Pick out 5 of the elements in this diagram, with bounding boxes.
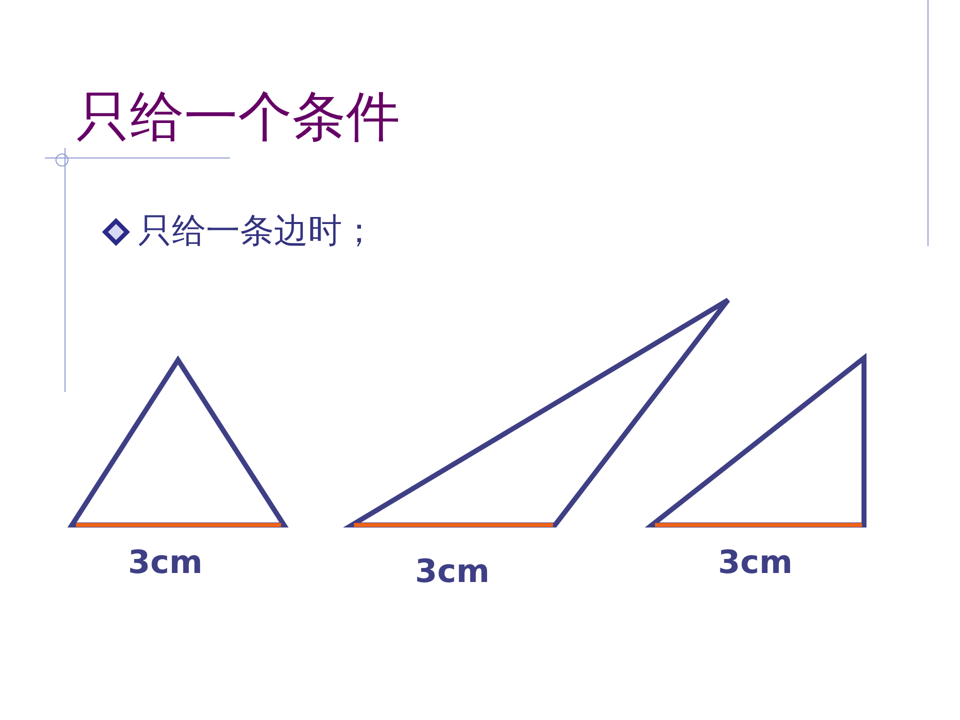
dimension-label: 3cm: [128, 546, 203, 578]
dimension-label: 3cm: [718, 546, 793, 578]
bullet-text: 只给一条边时；: [138, 214, 376, 248]
dimension-label: 3cm: [415, 555, 490, 587]
slide-title: 只给一个条件: [76, 90, 400, 144]
